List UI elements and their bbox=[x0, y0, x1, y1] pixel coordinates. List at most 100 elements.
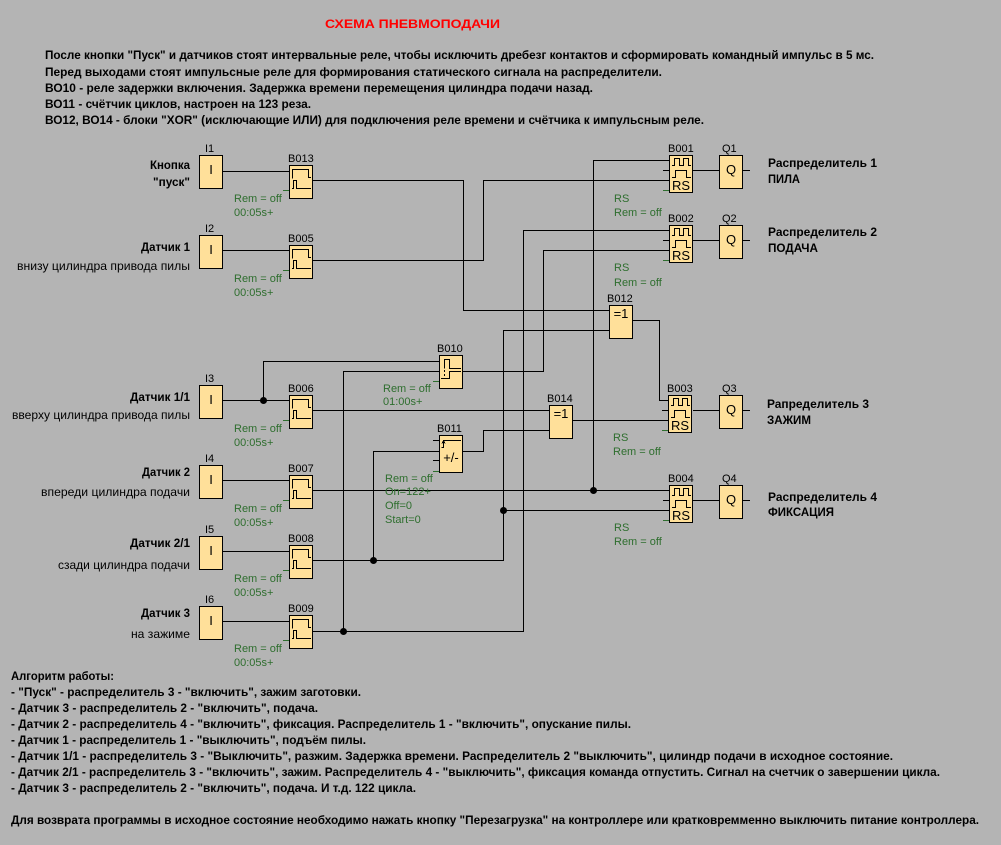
block-id: Q3 bbox=[722, 383, 737, 395]
wire bbox=[593, 160, 669, 491]
input-label: Датчик 3 bbox=[141, 606, 190, 620]
input-symbol: I bbox=[209, 613, 213, 628]
junction-dot bbox=[500, 507, 507, 514]
block-id: B008 bbox=[288, 533, 314, 545]
output-block: Q1 Q bbox=[719, 143, 743, 189]
counter-symbol: +/- bbox=[443, 450, 459, 465]
output-label: Распределитель 2 bbox=[768, 225, 877, 239]
block-id: B014 bbox=[547, 393, 573, 405]
description: После кнопки "Пуск" и датчиков стоят инт… bbox=[45, 48, 874, 127]
block-id: B007 bbox=[288, 463, 314, 475]
output-symbol: Q bbox=[726, 162, 736, 177]
remanence-param: Rem = off bbox=[234, 273, 283, 285]
pulse-relay-block: B007 Rem = off 00:05s+ bbox=[234, 463, 314, 529]
remanence-param: Rem = off bbox=[234, 573, 283, 585]
input-sublabel: сзади цилиндра подачи bbox=[58, 558, 190, 572]
input-label: Кнопка bbox=[150, 158, 190, 172]
pulse-relay-body bbox=[289, 545, 313, 579]
wire bbox=[263, 361, 439, 401]
output-symbol: Q bbox=[726, 402, 736, 417]
input-block-body bbox=[199, 606, 223, 640]
input-block-body bbox=[199, 465, 223, 499]
block-id: I4 bbox=[205, 453, 214, 465]
interval-relay-waveform-icon bbox=[292, 479, 311, 499]
output-label: Рапределитель 3 bbox=[767, 397, 869, 411]
xor-body bbox=[609, 305, 633, 339]
input-block-body bbox=[199, 385, 223, 419]
remanence-param: Rem = off bbox=[613, 446, 662, 458]
input-block: I6 I bbox=[199, 594, 223, 640]
time-param: 00:05s+ bbox=[234, 437, 273, 449]
algorithm-step: - Датчик 1/1 - распределитель 3 - "Выклю… bbox=[11, 749, 893, 763]
xor-symbol: =1 bbox=[614, 306, 629, 321]
wire bbox=[633, 320, 669, 401]
reset-note: Для возврата программы в исходное состоя… bbox=[11, 813, 979, 827]
output-sublabel: ЗАЖИМ bbox=[767, 413, 811, 427]
pulse-relay-block: B008 Rem = off 00:05s+ bbox=[234, 533, 314, 599]
block-id: Q1 bbox=[722, 143, 737, 155]
time-param: 00:05s+ bbox=[234, 207, 273, 219]
block-id: Q4 bbox=[722, 473, 737, 485]
xor-block: B012 =1 bbox=[607, 293, 633, 339]
pulse-relay-body bbox=[289, 475, 313, 509]
output-block: Q4 Q bbox=[719, 473, 743, 519]
interval-relay-waveform-icon bbox=[292, 399, 311, 419]
description-line: ВО10 - реле задержки включения. Задержка… bbox=[45, 81, 593, 95]
interval-relay-waveform-icon bbox=[292, 249, 311, 269]
block-id: B013 bbox=[288, 153, 314, 165]
input-block: I2 I bbox=[199, 223, 223, 269]
input-block: I5 I bbox=[199, 524, 223, 570]
description-line: ВО11 - счётчик циклов, настроен на 123 р… bbox=[45, 97, 311, 111]
wire bbox=[463, 430, 549, 452]
output-block: Q2 Q bbox=[719, 213, 743, 259]
algorithm-heading: Алгоритм работы: bbox=[11, 669, 114, 683]
interval-relay-waveform-icon bbox=[292, 549, 311, 569]
junction-dot bbox=[340, 628, 347, 635]
pulse-relay-body bbox=[289, 245, 313, 279]
remanence-param: Rem = off bbox=[614, 536, 663, 548]
rs-relay-block: B003 RS RS Rem = off bbox=[613, 383, 693, 458]
input-sublabel: "пуск" bbox=[153, 175, 190, 189]
pulse-relay-block: B005 Rem = off 00:05s+ bbox=[234, 233, 314, 299]
remanence-param: Rem = off bbox=[614, 277, 663, 289]
remanence-param: Rem = off bbox=[234, 423, 283, 435]
relay-type-param: RS bbox=[614, 262, 629, 274]
pulse-relay-body bbox=[289, 615, 313, 649]
pulse-relay-body bbox=[289, 165, 313, 199]
block-id: B002 bbox=[668, 213, 694, 225]
input-symbol: I bbox=[209, 162, 213, 177]
output-sublabel: ФИКСАЦИЯ bbox=[768, 505, 834, 519]
xor-symbol: =1 bbox=[554, 406, 569, 421]
rs-relay-body bbox=[668, 395, 692, 433]
page-title: СХЕМА ПНЕВМОПОДАЧИ bbox=[325, 17, 500, 31]
pulse-relay-body bbox=[289, 395, 313, 429]
pulse-train-icon bbox=[672, 488, 691, 508]
description-line: ВО12, ВО14 - блоки "XOR" (исключающие ИЛ… bbox=[45, 113, 704, 127]
block-id: B001 bbox=[668, 143, 694, 155]
rs-relay-block: B004 RS RS Rem = off bbox=[614, 473, 694, 548]
start-value-param: Start=0 bbox=[385, 514, 421, 526]
output-block-body bbox=[719, 225, 743, 259]
block-id: I6 bbox=[205, 594, 214, 606]
input-label: Датчик 2/1 bbox=[130, 536, 190, 550]
block-id: B004 bbox=[668, 473, 694, 485]
remanence-param: Rem = off bbox=[234, 193, 283, 205]
block-id: Q2 bbox=[722, 213, 737, 225]
xor-block: B014 =1 bbox=[547, 393, 573, 439]
wire bbox=[343, 371, 439, 632]
algorithm-section: Алгоритм работы: - "Пуск" - распределите… bbox=[11, 669, 979, 827]
wire bbox=[373, 451, 439, 561]
input-sublabel: на зажиме bbox=[131, 627, 190, 641]
input-symbol: I bbox=[209, 242, 213, 257]
rs-symbol: RS bbox=[672, 178, 690, 193]
output-block: Q3 Q bbox=[719, 383, 743, 429]
output-sublabel: ПОДАЧА bbox=[768, 241, 818, 255]
off-threshold-param: Off=0 bbox=[385, 500, 412, 512]
output-blocks: Q1 Q Распределитель 1 ПИЛА Q2 Q Распреде… bbox=[719, 143, 877, 519]
algorithm-step: - Датчик 2/1 - распределитель 3 - "включ… bbox=[11, 765, 940, 779]
counter-body bbox=[439, 435, 463, 473]
input-block-body bbox=[199, 235, 223, 269]
algorithm-step: - Датчик 2 - распределитель 4 - "включит… bbox=[11, 717, 631, 731]
rs-relay-body bbox=[669, 155, 693, 193]
